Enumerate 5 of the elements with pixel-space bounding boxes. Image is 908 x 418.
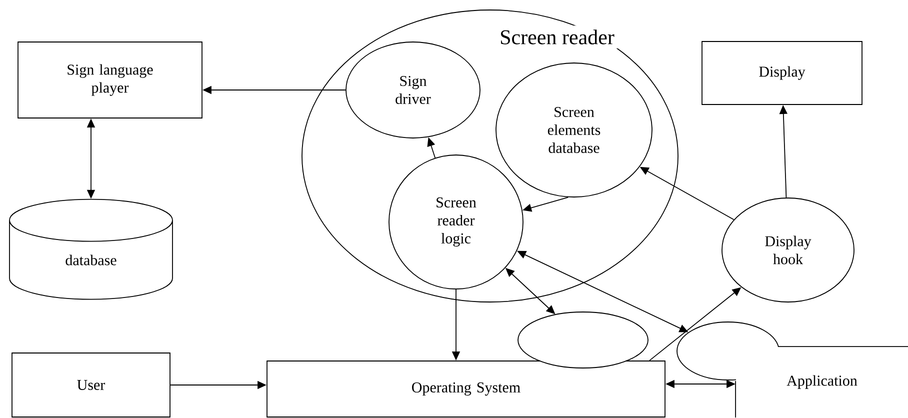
process-ellipse	[518, 312, 648, 368]
process-box: Display	[702, 41, 862, 105]
database-cylinder: database	[9, 198, 173, 300]
process-box: User	[12, 352, 170, 418]
process-box: Sign language player	[18, 42, 202, 118]
